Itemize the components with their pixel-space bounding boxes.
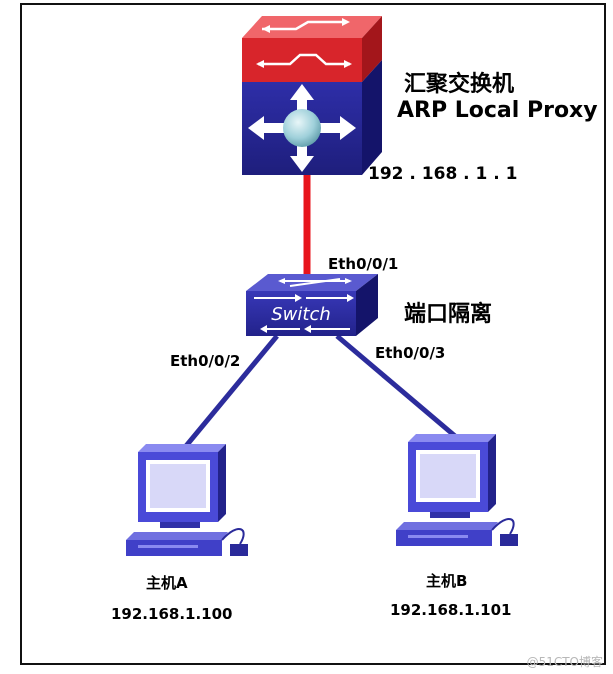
access-switch-icon <box>246 274 378 336</box>
port-b-label: Eth0/0/3 <box>375 344 446 362</box>
port-a-label: Eth0/0/2 <box>170 352 241 370</box>
host-b-name: 主机B <box>426 572 468 590</box>
access-switch-label: 端口隔离 <box>404 302 493 327</box>
core-switch-ip: 192 . 168 . 1 . 1 <box>368 164 518 184</box>
host-b-ip: 192.168.1.101 <box>390 601 512 619</box>
host-b-computer-icon <box>396 434 518 546</box>
host-a-computer-icon <box>126 444 248 556</box>
link-to-host-b <box>335 334 457 438</box>
host-a-name: 主机A <box>146 574 188 592</box>
core-switch-title: 汇聚交换机 <box>404 72 515 97</box>
uplink-port-label: Eth0/0/1 <box>328 255 399 273</box>
watermark: @51CTO博客 <box>526 655 603 669</box>
core-switch-icon <box>242 16 382 175</box>
host-a-ip: 192.168.1.100 <box>111 605 233 623</box>
core-switch-subtitle: ARP Local Proxy <box>397 98 598 123</box>
access-switch-text: Switch <box>271 304 331 325</box>
diagram-frame <box>20 3 606 665</box>
link-to-host-a <box>184 334 279 448</box>
